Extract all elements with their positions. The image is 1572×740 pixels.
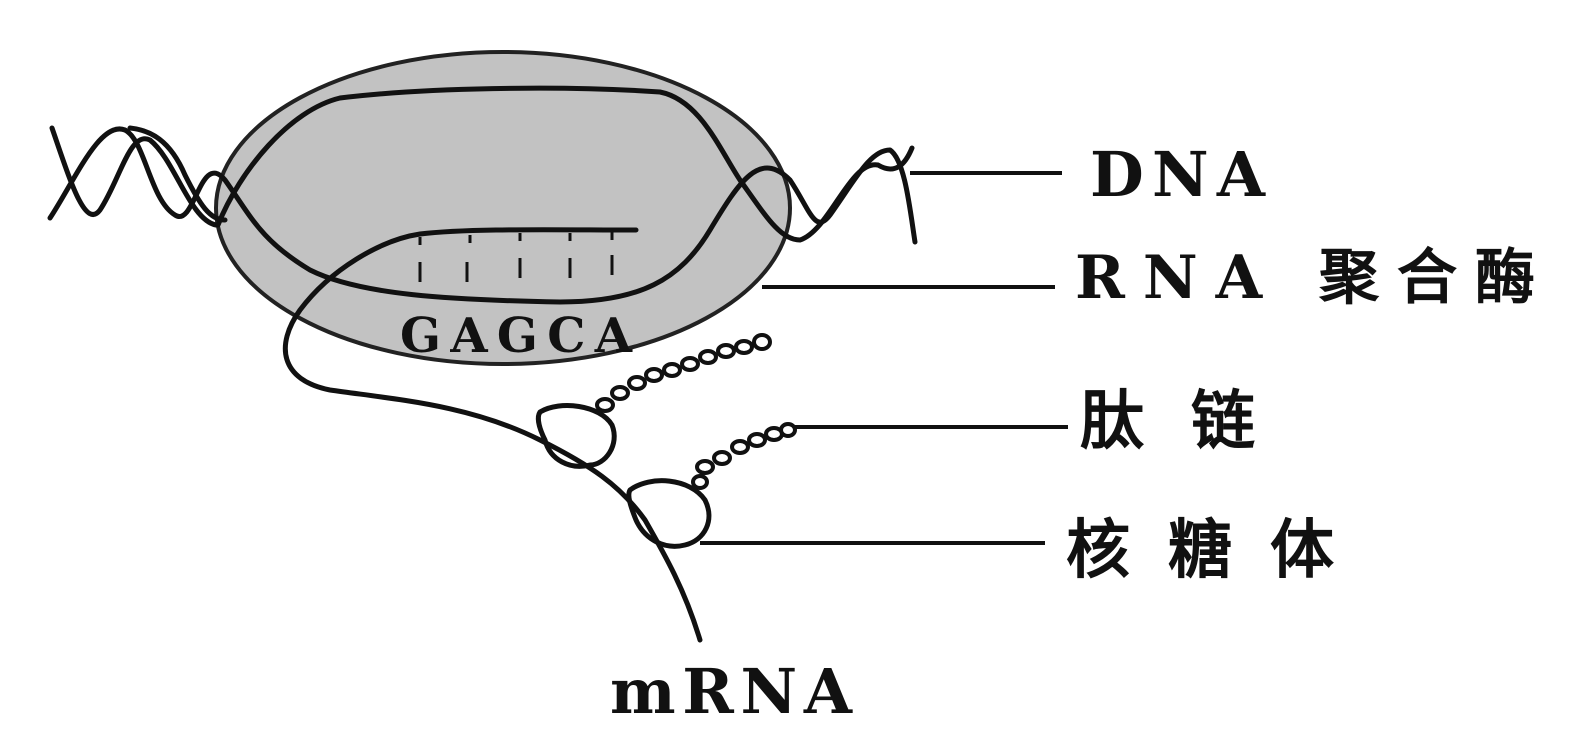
dna-double-helix xyxy=(47,85,918,305)
ribosome-label: 核糖体 xyxy=(1066,513,1334,588)
peptide-chain-label: 肽链 xyxy=(1080,384,1255,459)
mrna-label: mRNA xyxy=(610,655,853,728)
peptide-chain-1 xyxy=(595,333,772,413)
base-pair-ticks xyxy=(418,232,614,282)
rna-polymerase-label: RNA 聚合酶 xyxy=(1075,243,1535,313)
peptide-chain-2 xyxy=(691,422,797,490)
dna-label: DNA xyxy=(1090,138,1266,211)
ribosome-1 xyxy=(535,403,617,469)
ribosome-2 xyxy=(626,478,712,549)
sequence-label: GAGCA xyxy=(400,308,633,364)
mrna-strand xyxy=(282,227,703,643)
